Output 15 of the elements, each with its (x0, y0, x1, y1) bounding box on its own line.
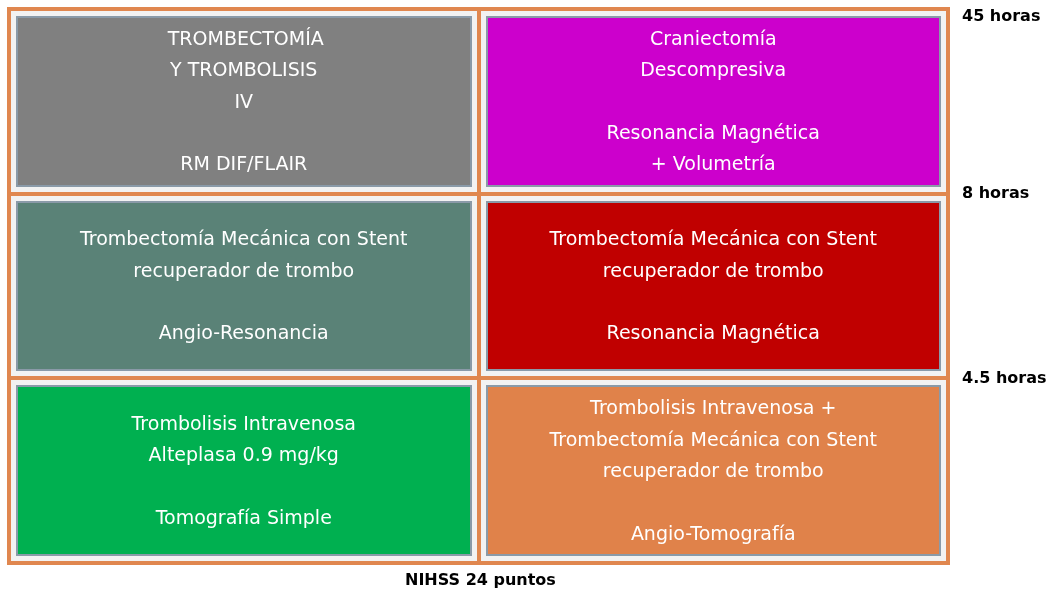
imaging-text: Resonancia Magnética (606, 320, 820, 346)
imaging-text: Tomografía Simple (155, 505, 332, 530)
imaging-text: Resonancia Magnética + Volumetría (605, 120, 821, 177)
procedure-text: Trombolisis Intravenosa + Trombectomía Mecánica con Stent recuperador de trombo (548, 395, 878, 483)
procedure-text: Trombectomía Mecánica con Stent recuperador de trombo (78, 226, 409, 283)
time-label: 8 horas (962, 183, 1030, 202)
axis-label: NIHSS 24 puntos (405, 570, 556, 589)
procedure-text: Trombolisis Intravenosa Alteplasa 0.9 mg/kg (130, 410, 357, 468)
imaging-text: RM DIF/FLAIR (180, 151, 308, 177)
time-label: 45 horas (962, 6, 1041, 25)
procedure-text: Craniectomía Descompresiva (639, 25, 788, 83)
time-label: 4.5 horas (962, 368, 1047, 387)
imaging-text: Angio-Tomografía (630, 520, 796, 546)
procedure-text: Trombectomía Mecánica con Stent recuperador de trombo (548, 226, 878, 283)
imaging-text: Angio-Resonancia (158, 320, 329, 346)
